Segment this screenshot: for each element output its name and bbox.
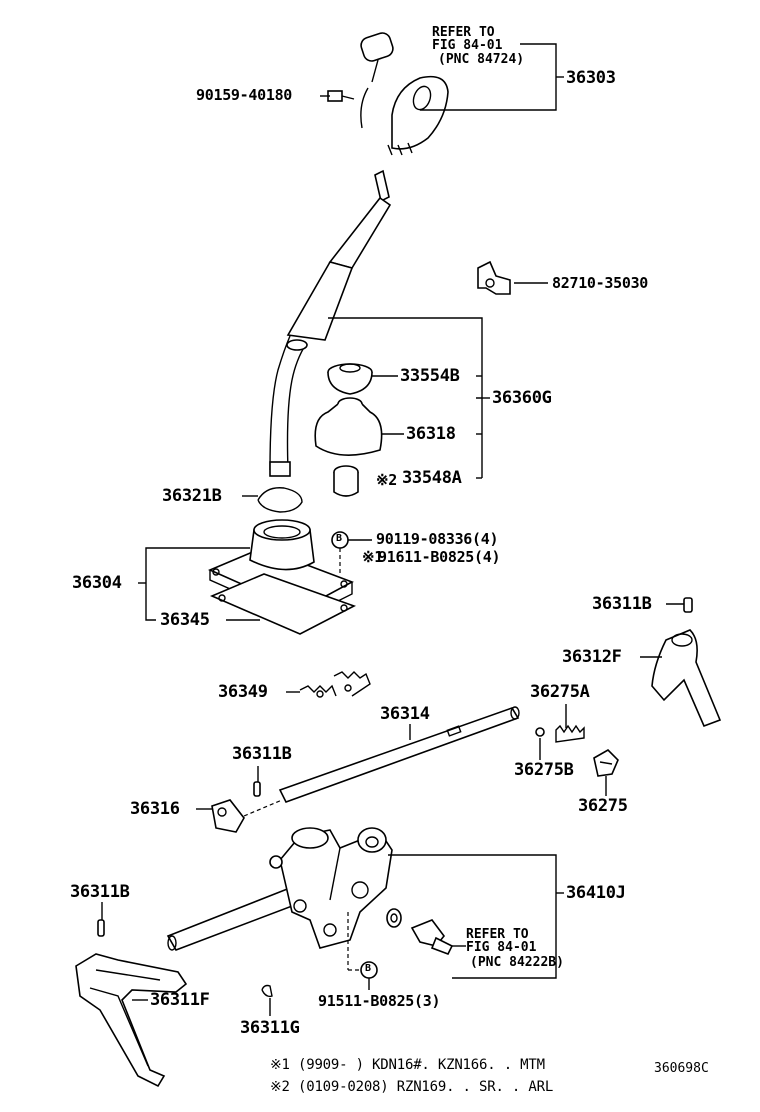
part-36314: 36314	[380, 704, 430, 724]
pin-36311b-mid	[253, 781, 261, 797]
ball-36275b	[535, 727, 545, 737]
part-36304: 36304	[72, 573, 122, 593]
part-91611-b0825: 91611-B0825(4)	[378, 548, 501, 566]
part-90119-08336: 90119-08336(4)	[376, 530, 499, 548]
part-36410j: 36410J	[566, 883, 626, 903]
part-36345: 36345	[160, 610, 210, 630]
part-36311b-mid: 36311B	[232, 744, 292, 764]
part-36303: 36303	[566, 68, 616, 88]
part-36312f: 36312F	[562, 647, 622, 667]
part-36275b: 36275B	[514, 760, 574, 780]
part-36275a: 36275A	[530, 682, 590, 702]
footnote-1: ※1 (9909- ) KDN16#. KZN166. . MTM	[270, 1057, 545, 1073]
part-33548a: 33548A	[402, 468, 462, 488]
part-82710-35030: 82710-35030	[552, 274, 649, 292]
part-36360g: 36360G	[492, 388, 552, 408]
bracket-82710	[477, 260, 511, 295]
circle-b-marker-lower: B	[365, 963, 372, 974]
bushing-33548a	[333, 465, 359, 497]
refer-top-line1: REFER TO	[432, 25, 495, 40]
refer-top-line2: FIG 84-01	[432, 38, 503, 53]
illustration-code: 360698C	[654, 1061, 709, 1076]
part-36311f: 36311F	[150, 990, 210, 1010]
part-36275: 36275	[578, 796, 628, 816]
part-36316: 36316	[130, 799, 180, 819]
refer-bottom-line3: (PNC 84222B)	[470, 955, 564, 970]
shift-shaft-36314	[278, 706, 520, 803]
refer-bottom-line2: FIG 84-01	[466, 940, 537, 955]
shift-fork-36311f	[75, 953, 188, 1088]
spring-36275a	[555, 724, 585, 743]
circle-b-marker-upper: B	[336, 533, 343, 544]
part-36349: 36349	[218, 682, 268, 702]
neutral-switch	[410, 919, 454, 956]
pin-36311b-right	[683, 597, 693, 613]
part-36311b-left: 36311B	[70, 882, 130, 902]
leader-36360g	[328, 317, 483, 399]
part-36321b: 36321B	[162, 486, 222, 506]
pin-36311b-left	[97, 919, 105, 937]
spring-36349	[299, 671, 371, 698]
boot-33554b	[327, 363, 373, 395]
part-36311b-right: 36311B	[592, 594, 652, 614]
washer	[386, 908, 402, 928]
shift-lever-retainer	[207, 519, 357, 635]
footnote-2: ※2 (0109-0208) RZN169. . SR. . ARL	[270, 1079, 554, 1095]
part-36311g: 36311G	[240, 1018, 300, 1038]
shift-knob	[360, 32, 449, 156]
shift-lever	[269, 169, 392, 477]
part-36318: 36318	[406, 424, 456, 444]
note-mark-1: ※1	[362, 548, 383, 566]
refer-bottom-line1: REFER TO	[466, 927, 529, 942]
leader-36304	[145, 547, 250, 621]
shift-fork-36312f	[651, 629, 722, 728]
shift-selector-36410j	[166, 827, 393, 951]
note-mark-2: ※2	[376, 471, 397, 489]
snap-ring-36321b	[257, 487, 303, 513]
snap-ring-36311g	[261, 984, 273, 998]
leader-36410j	[388, 854, 557, 979]
part-33554b: 33554B	[400, 366, 460, 386]
plug-36275	[593, 749, 619, 777]
part-91511-b0825: 91511-B0825(3)	[318, 992, 441, 1010]
refer-top-line3: (PNC 84724)	[438, 52, 525, 67]
bolt-90159	[327, 90, 355, 102]
part-90159-40180: 90159-40180	[196, 86, 293, 104]
boot-36318	[314, 397, 383, 456]
shift-arm-36316	[211, 799, 245, 833]
